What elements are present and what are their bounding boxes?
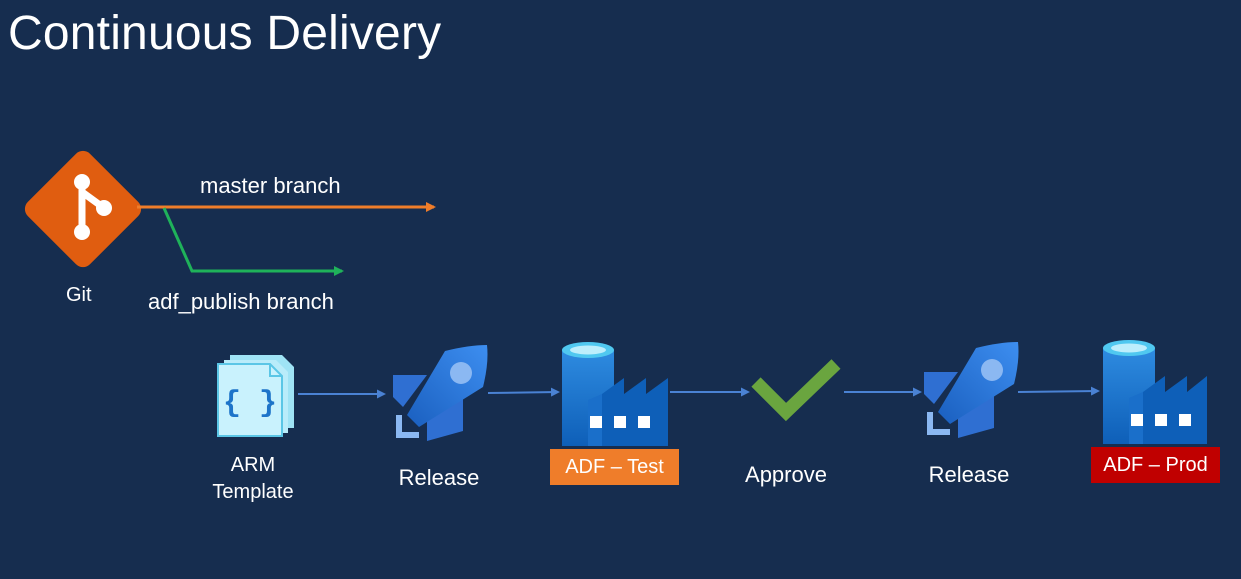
- git-label: Git: [66, 284, 92, 306]
- master-branch-label: master branch: [200, 173, 341, 198]
- adf-test-factory-icon: [562, 342, 668, 446]
- release-label-1: Release: [398, 465, 480, 490]
- adf-test-label: ADF – Test: [565, 456, 664, 478]
- adf-prod-label: ADF – Prod: [1103, 454, 1208, 476]
- adf-prod-factory-icon: [1103, 340, 1207, 444]
- publish-branch-label: adf_publish branch: [148, 289, 334, 314]
- adf-test-box: [550, 449, 679, 485]
- approve-check-icon: [751, 359, 841, 422]
- adf-prod-box: [1091, 447, 1220, 483]
- page-title: Continuous Delivery: [8, 7, 442, 60]
- release-label-2: Release: [928, 462, 1010, 487]
- approve-label: Approve: [745, 462, 827, 487]
- svg-text:{ }: { }: [223, 387, 277, 421]
- git-logo-icon: [24, 150, 142, 268]
- arm-template-icon: { }: [217, 355, 294, 437]
- publish-branch-arrow: [162, 207, 344, 276]
- flow-arrow-2: [487, 387, 560, 397]
- release-rocket-icon-2: [924, 342, 1019, 438]
- release-rocket-icon: [393, 345, 488, 441]
- flow-arrow-5: [1017, 386, 1100, 396]
- arm-template-label: ARM Template: [212, 454, 294, 503]
